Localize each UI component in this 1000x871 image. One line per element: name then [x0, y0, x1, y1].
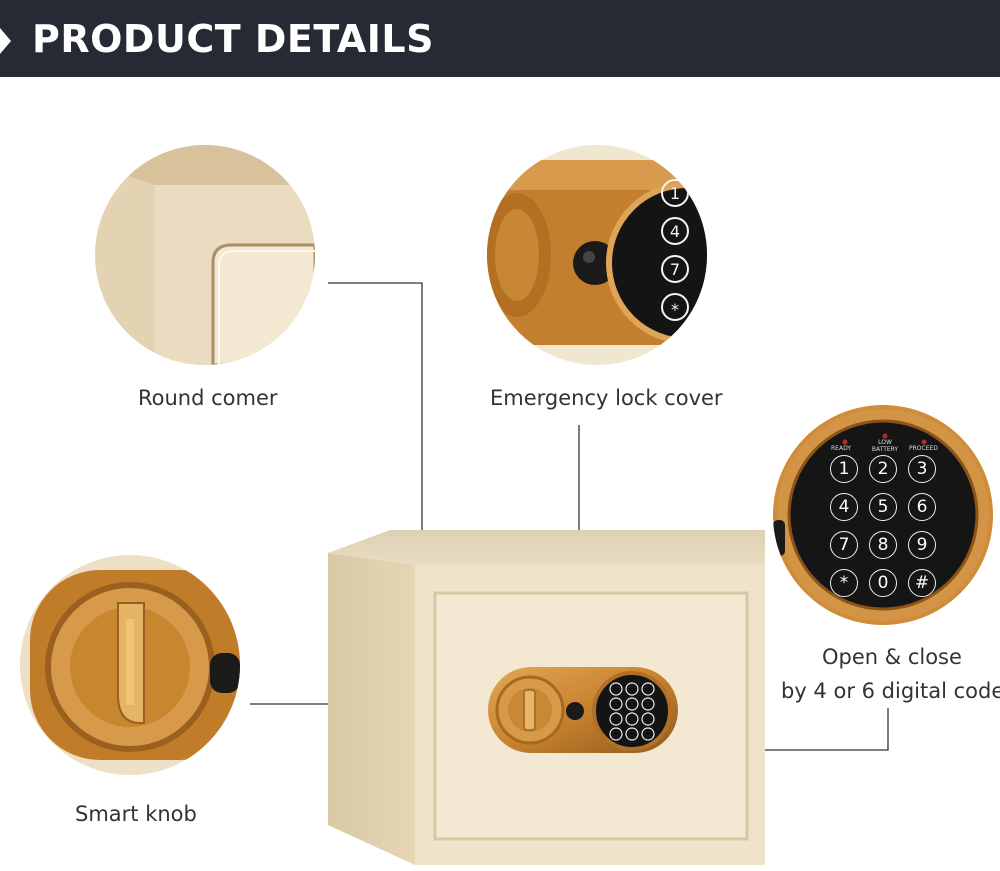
- keypad-key: 5: [869, 493, 897, 521]
- keypad-key: 1: [830, 455, 858, 483]
- svg-text:7: 7: [670, 260, 680, 279]
- svg-text:1: 1: [670, 184, 680, 203]
- keypad-key: 6: [908, 493, 936, 521]
- emergency-lock-closeup: 1 4 7 *: [487, 145, 707, 365]
- safe-image: [328, 530, 765, 865]
- keypad-key: #: [908, 569, 936, 597]
- round-corner-closeup: [95, 145, 315, 365]
- keypad-key: 3: [908, 455, 936, 483]
- keypad-key: 4: [830, 493, 858, 521]
- keypad-key: 2: [869, 455, 897, 483]
- label-digital-code-1: Open & close: [822, 645, 962, 669]
- keypad-key: 8: [869, 531, 897, 559]
- keypad-indicator-proceed: PROCEED: [909, 445, 938, 452]
- page-title: PRODUCT DETAILS: [32, 17, 434, 61]
- smart-knob-closeup: [20, 555, 240, 775]
- label-digital-code-2: by 4 or 6 digital code: [781, 679, 1000, 703]
- keypad-key: *: [830, 569, 858, 597]
- keypad-closeup: READY LOW BATTERY PROCEED 1 2 3 4 5 6 7 …: [773, 405, 993, 625]
- keypad-grid: 1 2 3 4 5 6 7 8 9 * 0 #: [830, 455, 940, 597]
- connector-round-corner: [328, 282, 423, 612]
- keypad-indicator-ready: READY: [831, 445, 852, 452]
- svg-text:4: 4: [670, 222, 680, 241]
- keypad-key: 7: [830, 531, 858, 559]
- label-emergency-lock: Emergency lock cover: [490, 386, 723, 410]
- keypad-key: 9: [908, 531, 936, 559]
- svg-text:*: *: [671, 300, 679, 319]
- keypad-key: 0: [869, 569, 897, 597]
- header-arrow-icon: [0, 28, 11, 54]
- header-banner: PRODUCT DETAILS: [0, 0, 1000, 77]
- label-round-corner: Round comer: [138, 386, 278, 410]
- keypad-indicator-low-battery: LOW BATTERY: [871, 439, 899, 453]
- label-smart-knob: Smart knob: [75, 802, 197, 826]
